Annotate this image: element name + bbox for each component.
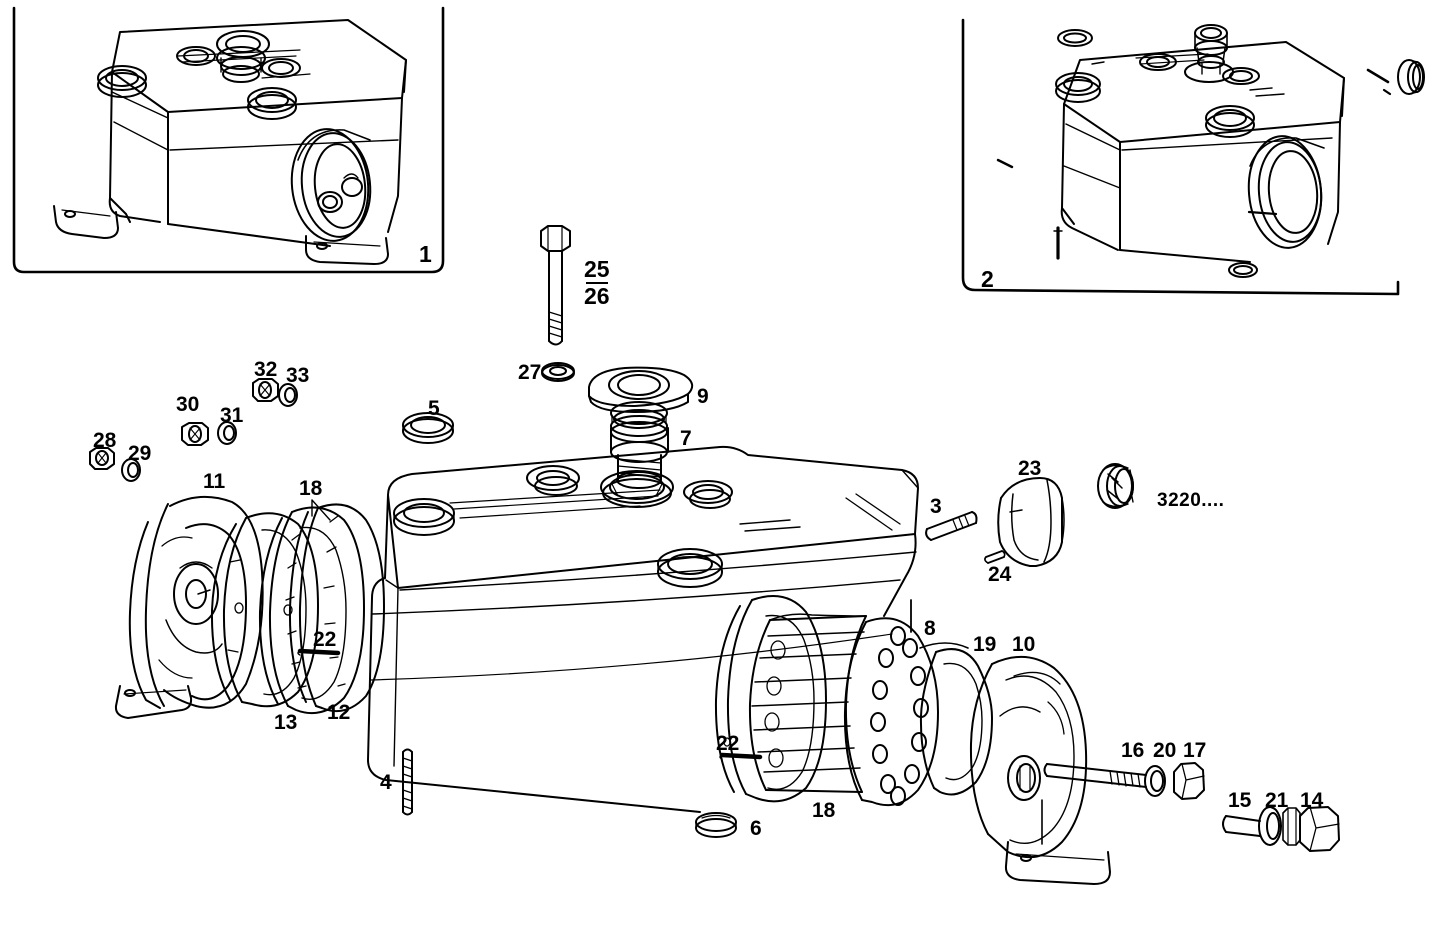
callout-33: 33 (286, 364, 310, 387)
callout-32: 32 (254, 358, 278, 381)
part-18-snap-ring-left (288, 503, 385, 712)
part-8-bolt-flange (843, 617, 939, 806)
callout-18-left: 18 (299, 477, 323, 500)
part-number-3220-label: 3220.... (1157, 490, 1225, 511)
part-3220-plug (1097, 463, 1134, 509)
variant-2-housing (996, 24, 1425, 278)
callout-9: 9 (697, 385, 709, 408)
callout-6: 6 (750, 817, 762, 840)
part-19-retainer-ring (919, 642, 993, 796)
callout-14: 14 (1300, 789, 1324, 812)
variant-box-1-frame (12, 6, 445, 274)
callout-5: 5 (428, 397, 440, 420)
part-18-snap-ring-right (714, 595, 827, 803)
part-9-cover-plate (588, 366, 694, 413)
callout-7: 7 (680, 427, 692, 450)
callout-28: 28 (93, 429, 117, 452)
main-housing-body (367, 445, 919, 813)
callout-11: 11 (203, 470, 226, 493)
callout-23: 23 (1018, 457, 1042, 480)
part-29-washer (121, 458, 141, 482)
callout-12: 12 (327, 701, 351, 724)
callout-26: 26 (584, 283, 610, 310)
part-7-valve-body (610, 401, 669, 489)
callout-3: 3 (930, 495, 942, 518)
callout-1: 1 (419, 241, 432, 267)
part-10-bearing-housing (969, 655, 1111, 885)
callout-8: 8 (924, 617, 936, 640)
part-3-dowel-pin (925, 511, 978, 541)
part-20-washer (1144, 765, 1166, 797)
variant-1-housing (53, 19, 407, 265)
callout-21: 21 (1265, 789, 1289, 812)
part-27-washer (541, 362, 575, 382)
part-21-washer (1258, 806, 1282, 846)
callout-25: 25 (584, 256, 610, 282)
callout-22-left: 22 (313, 628, 337, 651)
callout-30: 30 (176, 393, 200, 416)
callout-10: 10 (1012, 633, 1036, 656)
callout-16: 16 (1121, 739, 1145, 762)
part-12-bearing-inner (258, 506, 365, 714)
fraction-bar (586, 282, 608, 285)
callout-20: 20 (1153, 739, 1177, 762)
callout-4: 4 (380, 771, 392, 794)
part-15-pin (1222, 815, 1261, 837)
part-14-hex-head-bolt (1282, 806, 1340, 852)
spline-shaft-roller-cage (748, 613, 867, 793)
callout-19: 19 (973, 633, 997, 656)
callout-17: 17 (1183, 739, 1207, 762)
callout-13: 13 (274, 711, 298, 734)
part-24-small-pin (984, 550, 1006, 564)
callout-27: 27 (518, 361, 542, 384)
callout-24: 24 (988, 563, 1012, 586)
callout-2: 2 (981, 266, 994, 292)
part-6-plug (695, 812, 737, 838)
leader-18-left (311, 499, 331, 521)
part-13-bearing-race (210, 512, 319, 708)
part-23-bushing (997, 477, 1065, 567)
part-17-hex-nut (1173, 762, 1205, 800)
part-5-seal-ring (402, 412, 454, 444)
part-28-nut (89, 447, 115, 470)
part-31-washer (217, 421, 237, 445)
part-32-nut (252, 378, 279, 402)
part-16-bolt-shaft (1043, 763, 1147, 788)
part-25-26-bolt (540, 225, 571, 346)
callout-22-right: 22 (716, 732, 740, 755)
part-4-stud (402, 748, 413, 816)
callout-29: 29 (128, 442, 152, 465)
part-11-bearing-cover (114, 495, 264, 719)
variant-box-2-frame (961, 18, 1400, 296)
part-30-nut (181, 422, 209, 446)
callout-15: 15 (1228, 789, 1252, 812)
callout-18-right: 18 (812, 799, 836, 822)
part-33-washer (278, 383, 298, 407)
callout-31: 31 (220, 404, 244, 427)
callout-25-26: 25 26 (584, 256, 610, 310)
